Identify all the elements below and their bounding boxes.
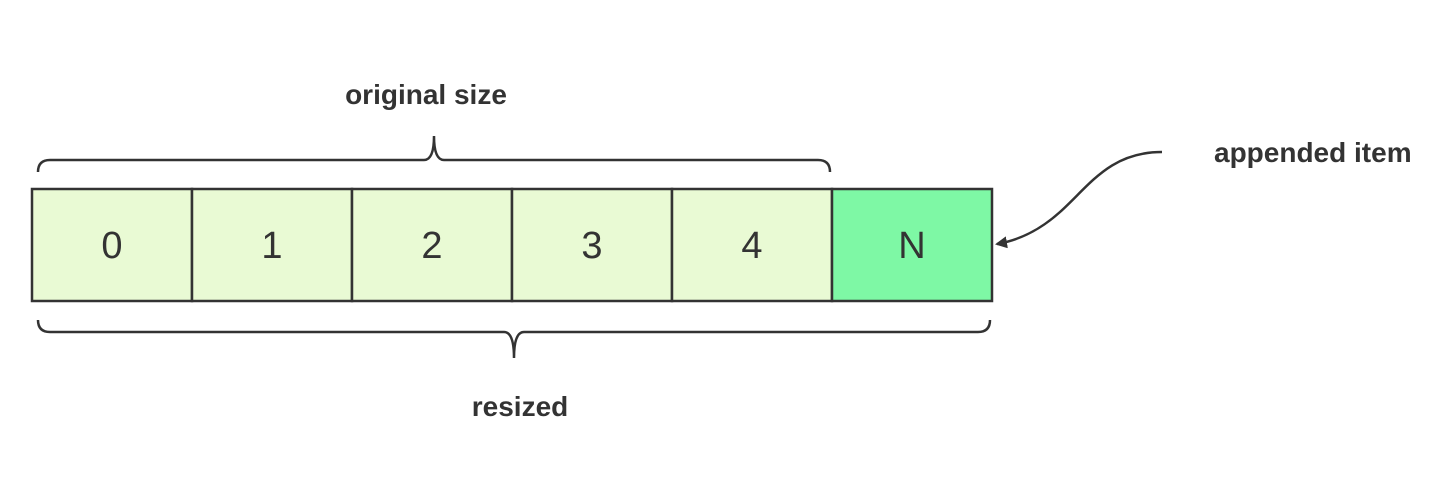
original-size-brace xyxy=(36,135,832,173)
array-cell xyxy=(30,187,194,303)
appended-item-label: appended item xyxy=(1214,137,1412,168)
resized-brace xyxy=(36,319,992,359)
array-cell xyxy=(670,187,834,303)
cell-label: 3 xyxy=(581,225,602,267)
resized-label: resized xyxy=(472,391,569,422)
cell-label: 2 xyxy=(421,225,442,267)
cell-label: 0 xyxy=(101,225,122,267)
cell-label: 4 xyxy=(741,225,762,267)
array-cells: 0 1 2 3 4 N xyxy=(30,187,994,303)
array-cell xyxy=(190,187,354,303)
original-size-label: original size xyxy=(345,79,507,110)
cell-label: 1 xyxy=(261,225,282,267)
array-cell xyxy=(350,187,514,303)
appended-cell xyxy=(830,187,994,303)
appended-item-arrow xyxy=(995,150,1163,249)
cell-label: N xyxy=(898,225,925,267)
